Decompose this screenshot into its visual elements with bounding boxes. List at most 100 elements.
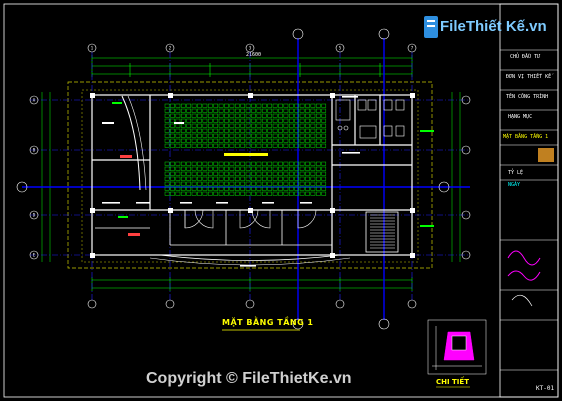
seat — [278, 118, 283, 123]
seat — [315, 143, 321, 148]
seat — [278, 108, 283, 113]
title-block-sheet-title: MẶT BẰNG TẦNG 1 — [503, 134, 549, 140]
seat — [272, 138, 278, 143]
seat — [310, 171, 316, 176]
seat — [180, 181, 186, 186]
seat — [170, 128, 175, 133]
seat — [207, 186, 213, 191]
seat — [283, 186, 289, 191]
grid-bubble-a — [29, 95, 39, 105]
seat — [310, 181, 316, 186]
seat — [278, 176, 283, 181]
seat — [218, 123, 224, 128]
seat — [186, 191, 192, 196]
seat — [164, 143, 170, 148]
seat — [261, 176, 267, 181]
seat — [245, 186, 251, 191]
seat — [218, 161, 224, 166]
seat — [278, 123, 283, 128]
seat — [229, 191, 235, 196]
seat — [288, 181, 294, 186]
seat — [234, 108, 240, 113]
seat — [213, 138, 219, 143]
seat — [164, 176, 170, 181]
seat — [278, 161, 283, 166]
seat — [191, 186, 197, 191]
seat — [305, 138, 310, 143]
seat — [170, 161, 175, 166]
seat — [272, 123, 278, 128]
sheet-number: KT-01 — [536, 385, 555, 392]
seat — [218, 186, 224, 191]
grid-bubble-b-r — [461, 145, 471, 155]
seat — [283, 138, 289, 143]
seat — [294, 118, 300, 123]
filethietke-logo-icon — [424, 16, 438, 38]
seat — [305, 166, 310, 171]
seat — [224, 108, 229, 113]
seat — [229, 166, 235, 171]
seat — [213, 118, 219, 123]
seat — [310, 186, 316, 191]
front-steps-2 — [149, 257, 351, 266]
seat — [229, 138, 235, 143]
seat — [170, 103, 175, 108]
svg-text:E: E — [33, 253, 36, 258]
seat — [224, 103, 229, 108]
title-block-line-7: NGÀY — [508, 182, 521, 188]
seat — [218, 108, 224, 113]
seat — [180, 133, 186, 138]
seat — [283, 123, 289, 128]
seat — [234, 103, 240, 108]
seat — [245, 138, 251, 143]
seat — [240, 143, 246, 148]
seat — [164, 166, 170, 171]
seat — [186, 171, 192, 176]
seat — [175, 191, 181, 196]
seat — [229, 171, 235, 176]
svg-text:1: 1 — [91, 46, 94, 51]
seat — [186, 128, 192, 133]
dimension-lines — [41, 57, 461, 289]
seat — [234, 118, 240, 123]
seat — [197, 138, 202, 143]
seat — [310, 113, 316, 118]
seat — [186, 186, 192, 191]
seat — [288, 138, 294, 143]
grid-bubble-e-r — [461, 250, 471, 260]
seat — [267, 113, 273, 118]
seat — [261, 161, 267, 166]
seat — [197, 166, 202, 171]
title-block-frame — [499, 3, 559, 398]
seat — [229, 118, 235, 123]
seat — [186, 166, 192, 171]
seat — [175, 118, 181, 123]
seat — [305, 118, 310, 123]
seat — [234, 123, 240, 128]
seat — [299, 128, 305, 133]
seat — [175, 181, 181, 186]
seat — [180, 128, 186, 133]
seat — [240, 191, 246, 196]
seat — [234, 143, 240, 148]
seat — [299, 123, 305, 128]
grid-bubble-d-r — [461, 210, 471, 220]
seat — [261, 181, 267, 186]
seat — [315, 113, 321, 118]
seat — [256, 181, 262, 186]
seat — [191, 108, 197, 113]
seat — [245, 103, 251, 108]
seat — [240, 133, 246, 138]
seat — [288, 143, 294, 148]
seat — [267, 191, 273, 196]
title-block-logos — [507, 148, 554, 307]
seat — [315, 133, 321, 138]
seat — [315, 181, 321, 186]
seat — [224, 171, 229, 176]
seat — [175, 133, 181, 138]
seat — [288, 176, 294, 181]
title-block-line-1: CHỦ ĐẦU TƯ — [510, 54, 541, 60]
seat — [261, 166, 267, 171]
dimension-ticks — [91, 55, 413, 291]
seat — [186, 181, 192, 186]
